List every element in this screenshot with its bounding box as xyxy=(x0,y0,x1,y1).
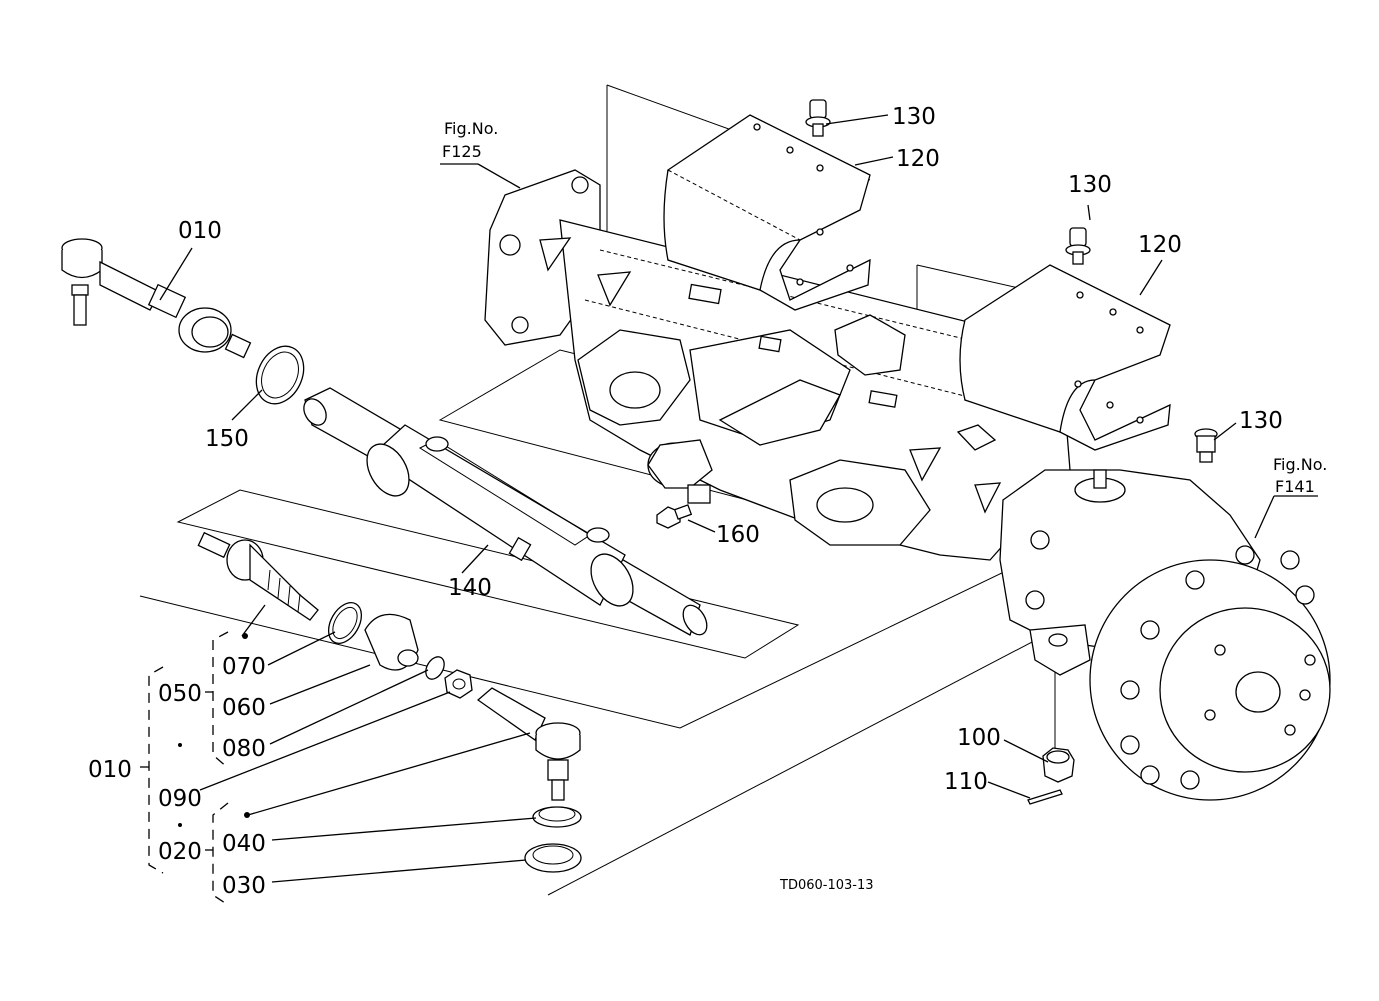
bolt-130-c xyxy=(1194,428,1218,463)
label-010-top: 010 xyxy=(178,218,222,244)
label-080: 080 xyxy=(222,736,266,762)
label-010-group: 010 xyxy=(88,757,132,783)
seal-030 xyxy=(524,843,582,873)
label-160: 160 xyxy=(716,522,760,548)
label-130-a: 130 xyxy=(892,104,936,130)
label-140: 140 xyxy=(448,575,492,601)
axle-housing xyxy=(484,169,1071,561)
fig-ref-left-line2: F125 xyxy=(442,142,482,161)
nut-100 xyxy=(1042,747,1075,783)
nut-090 xyxy=(444,669,473,699)
label-110: 110 xyxy=(944,769,988,795)
wheel-hub xyxy=(999,469,1331,801)
ring-040 xyxy=(532,806,582,828)
fig-ref-left-line1: Fig.No. xyxy=(444,119,498,138)
label-060: 060 xyxy=(222,695,266,721)
tie-rod-end-assembly xyxy=(61,238,252,359)
label-020: 020 xyxy=(158,839,202,865)
label-040: 040 xyxy=(222,831,266,857)
o-ring-070 xyxy=(327,602,363,644)
label-090: 090 xyxy=(158,786,202,812)
drawing-code: TD060-103-13 xyxy=(779,878,874,893)
cover-plate-right xyxy=(959,264,1171,451)
label-100: 100 xyxy=(957,725,1001,751)
bolt-130-b xyxy=(1065,227,1091,265)
inner-tie-rod xyxy=(197,531,319,621)
bolt-160 xyxy=(656,504,693,529)
label-130-b: 130 xyxy=(1068,172,1112,198)
leader-lines xyxy=(159,114,1318,883)
figure-references: Fig.No. F125 Fig.No. F141 xyxy=(442,119,1327,496)
label-030: 030 xyxy=(222,873,266,899)
label-050: 050 xyxy=(158,681,202,707)
tie-rod-end-lower xyxy=(476,687,581,801)
clip-080 xyxy=(425,656,445,680)
label-120-a: 120 xyxy=(896,146,940,172)
cylinder-140 xyxy=(303,387,708,636)
fig-ref-right-line2: F141 xyxy=(1275,477,1315,496)
boot-060 xyxy=(364,613,419,671)
label-150: 150 xyxy=(205,426,249,452)
label-120-b: 120 xyxy=(1138,232,1182,258)
bolt-130-a xyxy=(805,99,831,137)
group-brackets xyxy=(140,631,229,906)
part-labels: 130 120 130 120 130 010 150 140 160 100 … xyxy=(88,104,1283,899)
label-130-c: 130 xyxy=(1239,408,1283,434)
pin-110 xyxy=(1027,789,1063,805)
snap-ring-150 xyxy=(255,345,305,405)
cover-plate-left xyxy=(663,114,871,311)
fig-ref-right-line1: Fig.No. xyxy=(1273,455,1327,474)
label-070: 070 xyxy=(222,654,266,680)
